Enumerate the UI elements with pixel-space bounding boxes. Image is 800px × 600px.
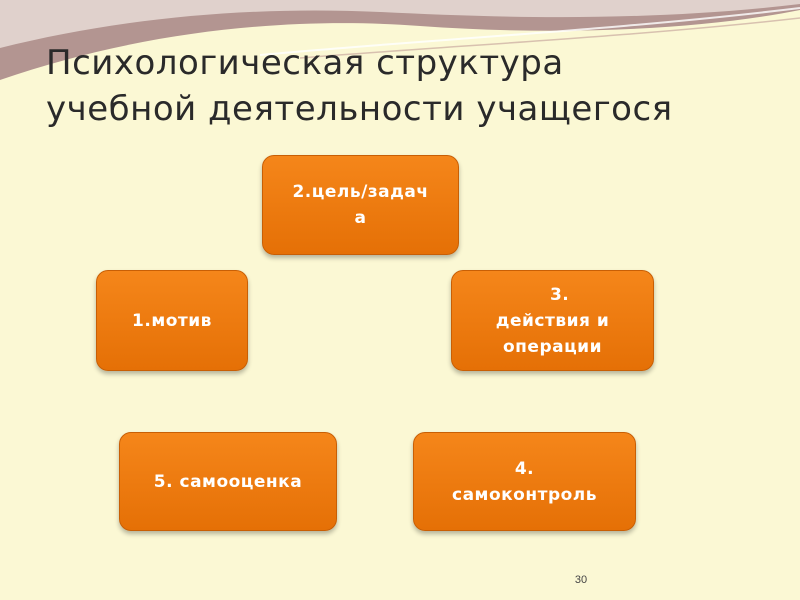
goal-box-text: 2.цель/задач а <box>292 179 428 231</box>
self-control-box: 4. самоконтроль <box>413 432 636 531</box>
goal-box-line-2: а <box>292 205 428 231</box>
self-control-box-line-2: самоконтроль <box>452 482 597 508</box>
goal-box-line-1: 2.цель/задач <box>292 179 428 205</box>
goal-box: 2.цель/задач а <box>262 155 459 255</box>
actions-box-line-2: действия и <box>496 308 610 334</box>
self-control-box-text: 4. самоконтроль <box>452 456 597 508</box>
slide-title: Психологическая структура учебной деятел… <box>46 40 786 132</box>
motive-box-line-1: 1.мотив <box>132 308 212 334</box>
self-evaluation-box: 5. самооценка <box>119 432 337 531</box>
slide-title-line-2: учебной деятельности учащегося <box>46 86 786 132</box>
self-control-box-line-1: 4. <box>452 456 597 482</box>
actions-box-line-3: операции <box>496 334 610 360</box>
actions-box-line-1: 3. <box>496 282 610 308</box>
actions-box-text: 3. действия и операции <box>496 282 610 360</box>
slide-title-line-1: Психологическая структура <box>46 40 786 86</box>
self-evaluation-box-text: 5. самооценка <box>154 469 302 495</box>
actions-box: 3. действия и операции <box>451 270 654 371</box>
motive-box: 1.мотив <box>96 270 248 371</box>
self-evaluation-box-line-1: 5. самооценка <box>154 469 302 495</box>
page-number: 30 <box>566 574 596 586</box>
motive-box-text: 1.мотив <box>132 308 212 334</box>
